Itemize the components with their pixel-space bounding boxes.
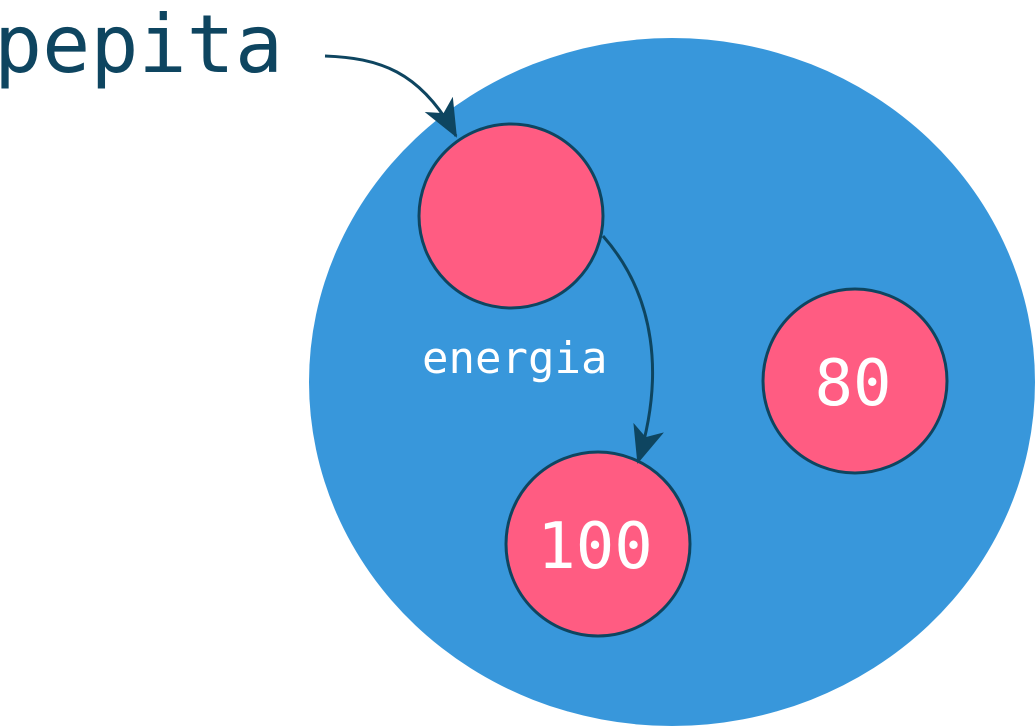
value-node-80 <box>761 287 949 475</box>
pepita-object-node <box>417 122 605 310</box>
variable-name-label: pepita <box>0 0 283 91</box>
value-label-80: 80 <box>814 347 891 421</box>
variable-reference-arrow <box>324 54 458 138</box>
value-label-100: 100 <box>537 510 653 584</box>
value-node-100 <box>504 450 692 638</box>
attribute-label: energia <box>422 333 607 384</box>
energia-reference-arrow <box>601 235 664 464</box>
